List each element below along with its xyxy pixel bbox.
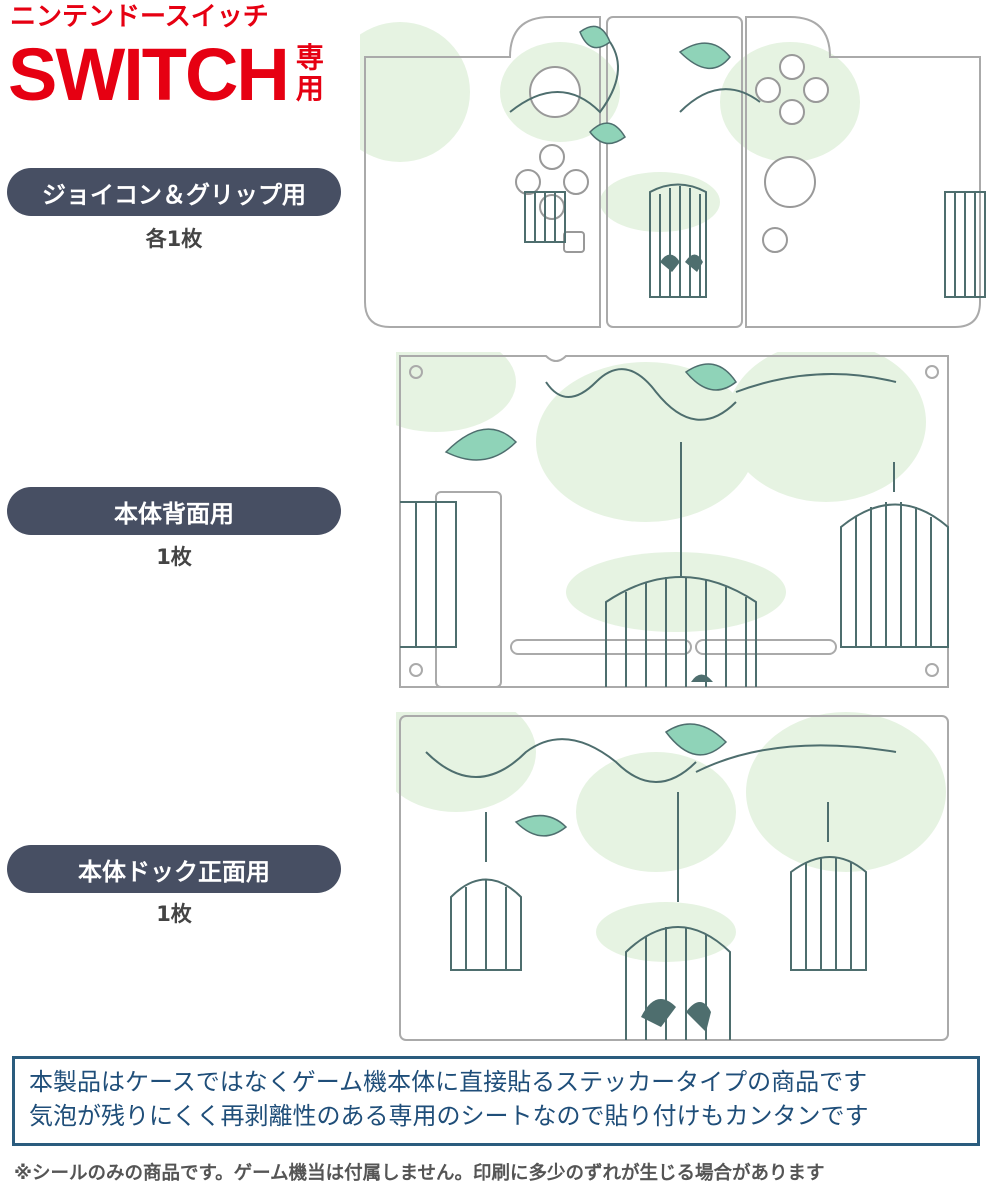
notice-line-1: 本製品はケースではなくゲーム機本体に直接貼るステッカータイプの商品です [29,1068,868,1096]
footnote: ※シールのみの商品です。ゲーム機当は付属しません。印刷に多少のずれが生じる場合が… [14,1163,825,1184]
dock-sticker [396,712,949,1041]
dock-count: 1枚 [156,902,192,926]
notice-line-2: 気泡が残りにくく再剥離性のある専用のシートなので貼り付けもカンタンです [29,1102,869,1130]
product-notice-box: 本製品はケースではなくゲーム機本体に直接貼るステッカータイプの商品です 気泡が残… [12,1056,980,1146]
title-row: SWITCH 専用 [8,38,326,112]
exclusive-label: 専用 [295,41,324,105]
back-count: 1枚 [156,545,192,569]
back-sticker [396,352,949,688]
joycon-grip-label: ジョイコン＆グリップ用 [7,168,341,216]
switch-title: SWITCH [8,33,290,116]
dock-label: 本体ドック正面用 [7,845,341,893]
joycon-grip-count: 各1枚 [145,227,203,251]
kana-title: ニンテンドースイッチ [10,2,269,32]
joycon-grip-sticker [360,16,986,328]
back-label: 本体背面用 [7,487,341,535]
